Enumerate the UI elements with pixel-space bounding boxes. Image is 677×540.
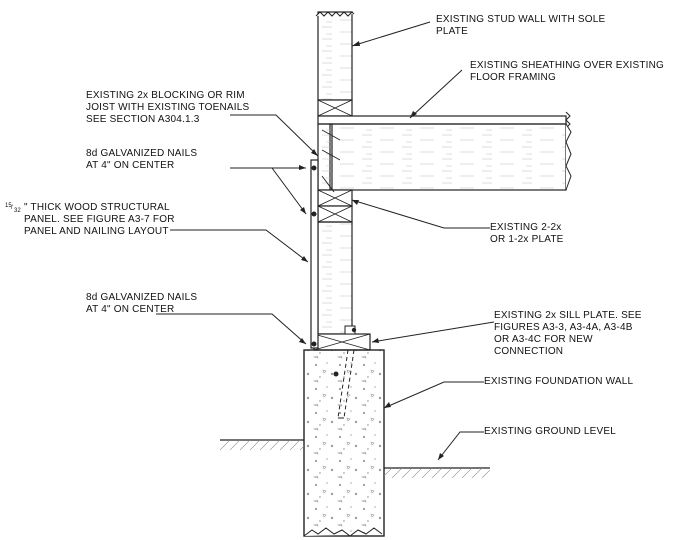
- sill-plate-label: EXISTING 2x SILL PLATE. SEE FIGURES A3-3…: [494, 310, 642, 357]
- nails-top-label: 8d GALVANIZED NAILS AT 4" ON CENTER: [86, 148, 198, 171]
- panel-thickness-numerator: 15: [5, 203, 12, 209]
- cripple-wall-stud: [317, 221, 353, 335]
- leader-lines: [156, 21, 495, 461]
- panel-label: " THICK WOOD STRUCTURAL PANEL. SEE FIGUR…: [24, 202, 175, 237]
- floor-joist: [329, 123, 572, 191]
- foundation-label: EXISTING FOUNDATION WALL: [484, 376, 634, 387]
- nails-bottom-label: 8d GALVANIZED NAILS AT 4" ON CENTER: [86, 292, 198, 315]
- stud-wall-label: EXISTING STUD WALL WITH SOLE PLATE: [436, 14, 606, 37]
- top-plate: [317, 189, 353, 223]
- foundation-wall: [303, 349, 385, 537]
- ground-level: [220, 439, 490, 478]
- upper-stud-wall: [315, 11, 355, 117]
- blocking-label: EXISTING 2x BLOCKING OR RIM JOIST WITH E…: [86, 90, 250, 125]
- sheathing-label: EXISTING SHEATHING OVER EXISTING FLOOR F…: [470, 60, 665, 83]
- sill-plate: [313, 333, 371, 351]
- structural-panel: [310, 159, 357, 377]
- ground-label: EXISTING GROUND LEVEL: [484, 426, 617, 437]
- panel-thickness-denominator: 32: [14, 208, 21, 214]
- arrowheads: [299, 41, 444, 460]
- plate-label: EXISTING 2-2x OR 1-2x PLATE: [490, 222, 564, 245]
